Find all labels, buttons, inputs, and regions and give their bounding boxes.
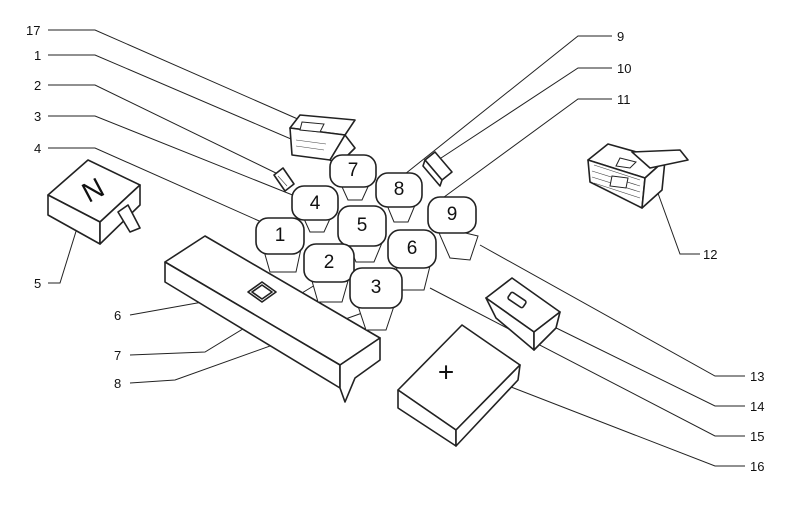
callout-8: 8 xyxy=(114,376,121,391)
callout-2: 2 xyxy=(34,78,41,93)
key-7: 7 xyxy=(329,154,377,201)
mechanism-part-12 xyxy=(587,143,689,209)
leader-2 xyxy=(48,84,281,176)
key-1: 1 xyxy=(255,217,305,273)
callout-4: 4 xyxy=(34,141,41,156)
key-3: 3 xyxy=(349,267,403,331)
callout-15: 15 xyxy=(750,429,764,444)
key-7-label: 7 xyxy=(348,160,359,181)
leader-3 xyxy=(48,115,306,201)
n-key-part: N xyxy=(47,159,141,245)
leader-14 xyxy=(539,319,745,407)
leader-5 xyxy=(48,211,83,284)
callout-3: 3 xyxy=(34,109,41,124)
leader-9 xyxy=(399,35,612,179)
leader-17 xyxy=(48,29,301,121)
callout-labels: 17 1 2 3 4 5 6 7 8 9 10 11 12 13 14 15 1… xyxy=(26,23,764,474)
leader-10 xyxy=(437,67,612,161)
numeric-keys: 7 8 4 9 5 1 xyxy=(255,154,479,331)
callout-13: 13 xyxy=(750,369,764,384)
key-6: 6 xyxy=(387,229,437,291)
plus-key-part: + xyxy=(397,324,521,447)
plus-key-glyph: + xyxy=(438,356,454,387)
callout-9: 9 xyxy=(617,29,624,44)
leader-13 xyxy=(479,244,745,377)
callout-11: 11 xyxy=(617,92,631,107)
callout-6: 6 xyxy=(114,308,121,323)
key-3-label: 3 xyxy=(371,277,382,298)
key-8: 8 xyxy=(375,172,423,223)
mechanism-part-17 xyxy=(289,114,356,166)
key-5: 5 xyxy=(337,205,387,263)
key-9-label: 9 xyxy=(447,204,458,225)
callout-5: 5 xyxy=(34,276,41,291)
leader-1 xyxy=(48,54,341,161)
minus-key-part xyxy=(485,277,561,351)
callout-10: 10 xyxy=(617,61,631,76)
callout-17: 17 xyxy=(26,23,40,38)
callout-16: 16 xyxy=(750,459,764,474)
minus-key-glyph xyxy=(507,291,527,309)
clip-part-2 xyxy=(273,167,295,192)
wedge-part-10 xyxy=(422,151,453,187)
key-6-label: 6 xyxy=(407,238,418,259)
key-8-label: 8 xyxy=(394,179,405,200)
key-9: 9 xyxy=(427,196,479,261)
key-1-label: 1 xyxy=(275,225,286,246)
leader-12 xyxy=(654,184,700,255)
leader-4 xyxy=(48,147,276,229)
leader-11 xyxy=(439,98,612,201)
leader-16 xyxy=(479,374,745,467)
key-2: 2 xyxy=(303,243,355,303)
callout-7: 7 xyxy=(114,348,121,363)
callout-1: 1 xyxy=(34,48,41,63)
leader-lines xyxy=(48,29,745,467)
key-5-label: 5 xyxy=(357,215,368,236)
callout-12: 12 xyxy=(703,247,717,262)
key-4-label: 4 xyxy=(310,193,321,214)
key-2-label: 2 xyxy=(324,252,335,273)
callout-14: 14 xyxy=(750,399,764,414)
base-bar-part xyxy=(164,235,381,403)
key-4: 4 xyxy=(291,185,339,233)
